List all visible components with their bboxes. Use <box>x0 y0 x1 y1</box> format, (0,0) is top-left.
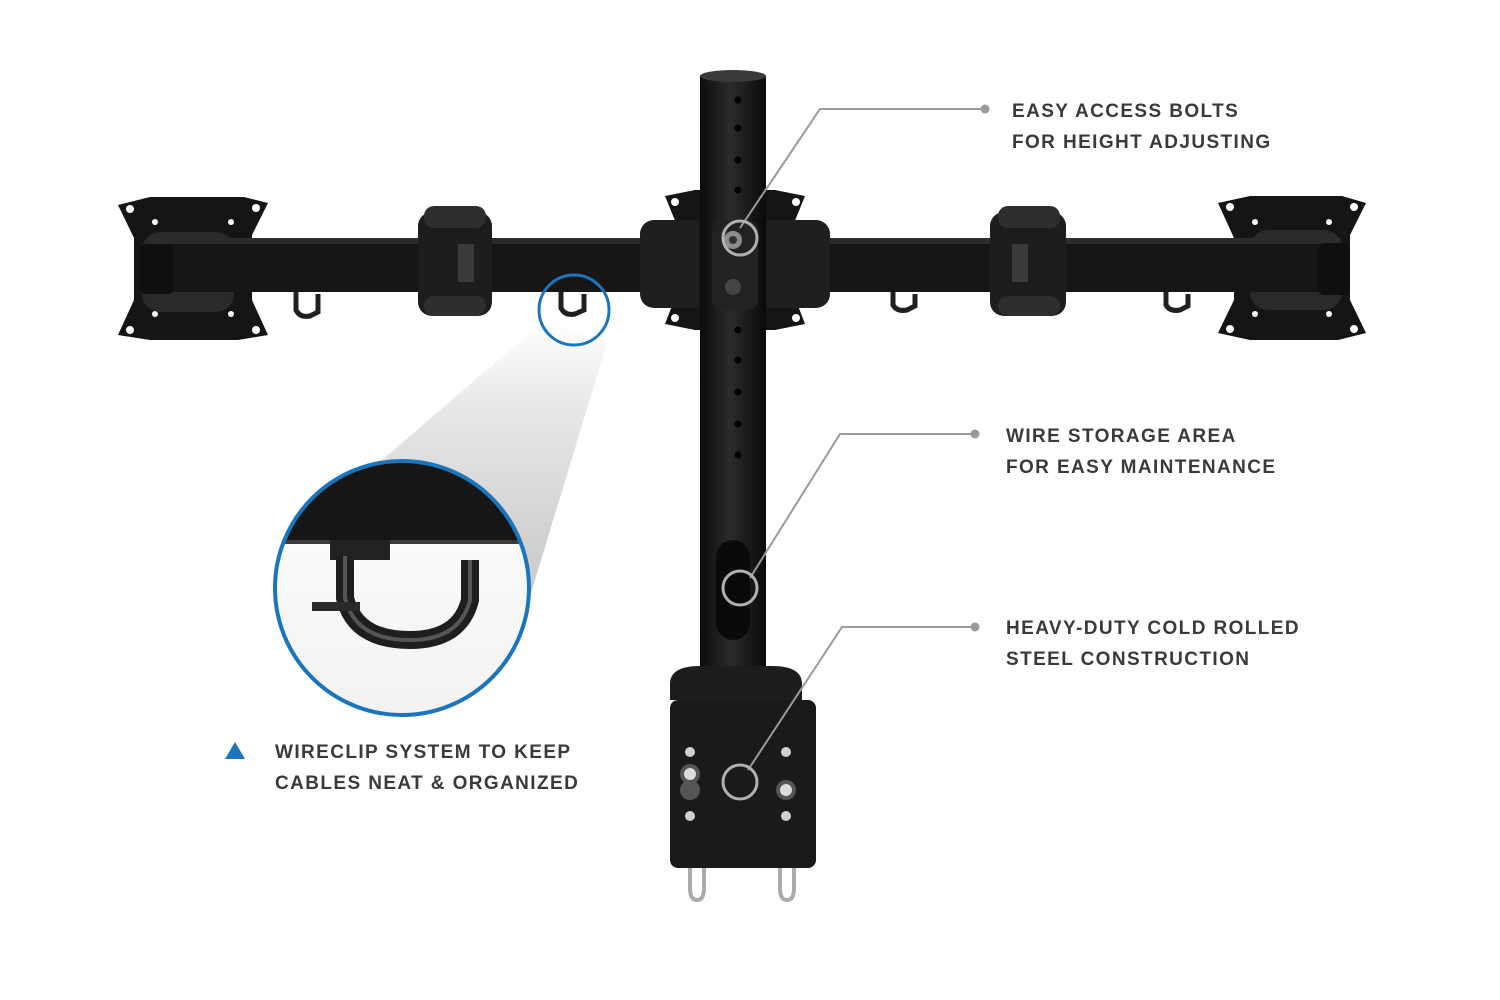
callout-line: HEAVY-DUTY COLD ROLLED <box>1006 618 1300 639</box>
right-elbow-joint <box>990 206 1066 316</box>
left-elbow-joint <box>418 206 492 316</box>
wireclip-highlight-circle <box>537 273 611 347</box>
triangle-icon <box>225 742 245 759</box>
vertical-pole <box>700 70 766 696</box>
callout-wire-storage: WIRE STORAGE AREA FOR EASY MAINTENANCE <box>1006 421 1276 483</box>
callout-line: STEEL CONSTRUCTION <box>1006 649 1251 670</box>
callout-line: EASY ACCESS BOLTS <box>1012 101 1240 122</box>
dot-icon <box>970 429 980 439</box>
callout-wireclip-system: WIRECLIP SYSTEM TO KEEP CABLES NEAT & OR… <box>275 737 579 799</box>
callout-line: FOR EASY MAINTENANCE <box>1006 457 1277 478</box>
dot-icon <box>970 622 980 632</box>
callout-steel-construction: HEAVY-DUTY COLD ROLLED STEEL CONSTRUCTIO… <box>1006 613 1300 675</box>
leader-lines <box>739 108 985 771</box>
callout-line: WIRE STORAGE AREA <box>1006 426 1237 447</box>
dot-icon <box>980 104 990 114</box>
arm-wire-clips <box>293 292 1191 319</box>
leader-targets <box>721 219 759 801</box>
callout-height-bolts: EASY ACCESS BOLTS FOR HEIGHT ADJUSTING <box>1012 96 1272 158</box>
desk-clamp <box>670 666 816 903</box>
callout-line: CABLES NEAT & ORGANIZED <box>275 773 580 794</box>
callout-line: WIRECLIP SYSTEM TO KEEP <box>275 742 572 763</box>
callout-line: FOR HEIGHT ADJUSTING <box>1012 132 1272 153</box>
